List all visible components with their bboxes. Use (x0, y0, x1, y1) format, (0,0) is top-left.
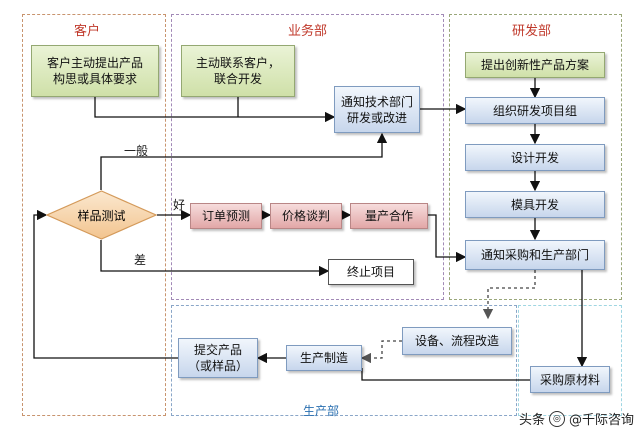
rnd-zone (449, 14, 622, 300)
watermark-account: @千际咨询 (568, 413, 634, 428)
sample-test-label: 样品测试 (77, 208, 126, 223)
notify-tech-box: 通知技术部门 研发或改进 (334, 86, 420, 133)
mold-box: 模具开发 (465, 191, 605, 218)
watermark-prefix: 头条 (518, 413, 545, 428)
edge-label-poor: 差 (134, 253, 147, 267)
production-zone-title: 生产部 (303, 404, 340, 418)
sample-test-diamond: 样品测试 (46, 190, 157, 240)
edge-label-good: 好 (173, 198, 186, 212)
terminate-box: 终止项目 (328, 259, 414, 285)
purchase-material-box: 采购原材料 (530, 366, 610, 393)
account-icon: ◎ (548, 410, 565, 427)
customer-zone-title: 客户 (74, 24, 101, 39)
equipment-box: 设备、流程改造 (402, 327, 512, 355)
contact-customer-box: 主动联系客户， 联合开发 (181, 45, 295, 97)
production-zone (171, 305, 517, 416)
design-box: 设计开发 (465, 144, 605, 171)
submit-product-box: 提交产品 （或样品） (178, 338, 258, 378)
customer-request-box: 客户主动提出产品 构思或具体要求 (31, 45, 159, 97)
watermark: 头条 ◎ @千际咨询 (519, 409, 634, 428)
edge-label-normal: 一般 (124, 144, 149, 158)
order-forecast-box: 订单预测 (190, 203, 262, 229)
notify-purchase-box: 通知采购和生产部门 (465, 240, 605, 270)
production-box: 生产制造 (286, 345, 362, 371)
diamond-shape (46, 190, 157, 240)
mass-cooperation-box: 量产合作 (350, 203, 428, 229)
org-team-box: 组织研发项目组 (465, 97, 605, 124)
production-zone-right (518, 305, 622, 416)
business-zone-title: 业务部 (288, 24, 328, 39)
propose-plan-box: 提出创新性产品方案 (465, 52, 605, 78)
price-negotiation-box: 价格谈判 (270, 203, 342, 229)
rnd-zone-title: 研发部 (512, 24, 552, 39)
